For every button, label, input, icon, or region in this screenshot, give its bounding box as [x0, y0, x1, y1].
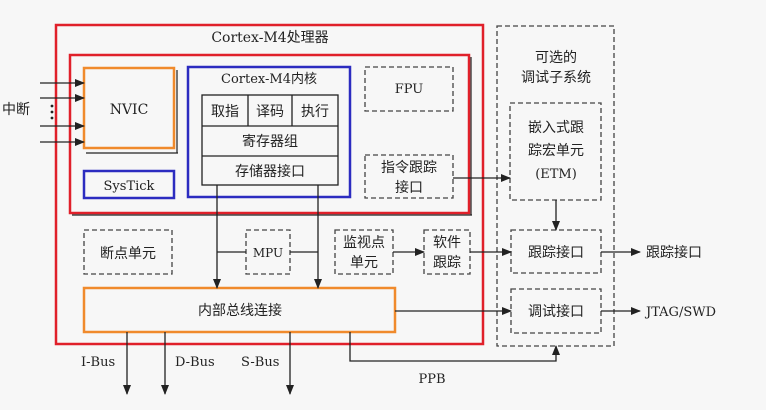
breakpoint-box — [83, 229, 173, 275]
breakpoint-label: 断点单元 — [100, 246, 156, 262]
sw-trace-label-line1: 软件 — [433, 235, 461, 251]
watchpoint-label-line2: 单元 — [350, 255, 378, 271]
ibus-label: I-Bus — [81, 355, 115, 370]
debug-subsystem-title-line2: 调试子系统 — [521, 70, 591, 86]
memory-interface-label: 存储器接口 — [235, 163, 305, 180]
sbus-label: S-Bus — [241, 355, 279, 370]
core-title: Cortex-M4内核 — [221, 71, 317, 87]
systick-label: SysTick — [104, 179, 155, 194]
processor-inner-box — [68, 53, 471, 215]
fpu-label: FPU — [395, 82, 424, 97]
processor-box — [54, 23, 485, 346]
jtag-output-label: JTAG/SWD — [644, 305, 716, 320]
instr-trace-label-line2: 接口 — [395, 179, 423, 196]
trace-port-label: 跟踪接口 — [528, 244, 584, 261]
dbus-label: D-Bus — [175, 355, 215, 370]
systick-box — [82, 169, 176, 200]
etm-label-line2: 踪宏单元 — [528, 143, 584, 159]
nvic-box — [82, 66, 176, 150]
register-bank-label: 寄存器组 — [242, 133, 298, 150]
pipeline-decode: 译码 — [256, 104, 284, 120]
interrupt-dot-3 — [50, 116, 54, 120]
debug-subsystem-box — [496, 25, 615, 347]
ppb-label: PPB — [418, 372, 445, 387]
trace-port-output-label: 跟踪接口 — [646, 244, 702, 261]
ppb-line — [349, 332, 560, 362]
sw-trace-label-line2: 跟踪 — [433, 255, 461, 271]
interrupt-dot-2 — [50, 110, 54, 114]
pipeline-execute: 执行 — [301, 104, 329, 120]
etm-label-line1: 嵌入式跟 — [528, 120, 584, 136]
debug-subsystem-title-line1: 可选的 — [535, 50, 577, 66]
interrupt-dot-1 — [50, 104, 54, 108]
processor-title: Cortex-M4处理器 — [211, 30, 328, 46]
instr-trace-box — [364, 154, 454, 199]
fpu-box — [364, 66, 454, 112]
etm-label-line3: (ETM) — [535, 167, 577, 182]
instr-trace-label-line1: 指令跟踪 — [381, 160, 437, 176]
debug-port-label: 调试接口 — [528, 303, 584, 320]
watchpoint-label-line1: 监视点 — [343, 235, 385, 251]
core-pipeline-group — [201, 94, 339, 186]
mpu-label: MPU — [253, 246, 283, 260]
pipeline-fetch: 取指 — [211, 104, 239, 120]
bus-interconnect-label: 内部总线连接 — [198, 302, 282, 319]
bus-interconnect-box — [82, 286, 397, 334]
nvic-label: NVIC — [110, 102, 149, 118]
core-box — [186, 65, 352, 199]
interrupt-label: 中断 — [2, 102, 30, 118]
